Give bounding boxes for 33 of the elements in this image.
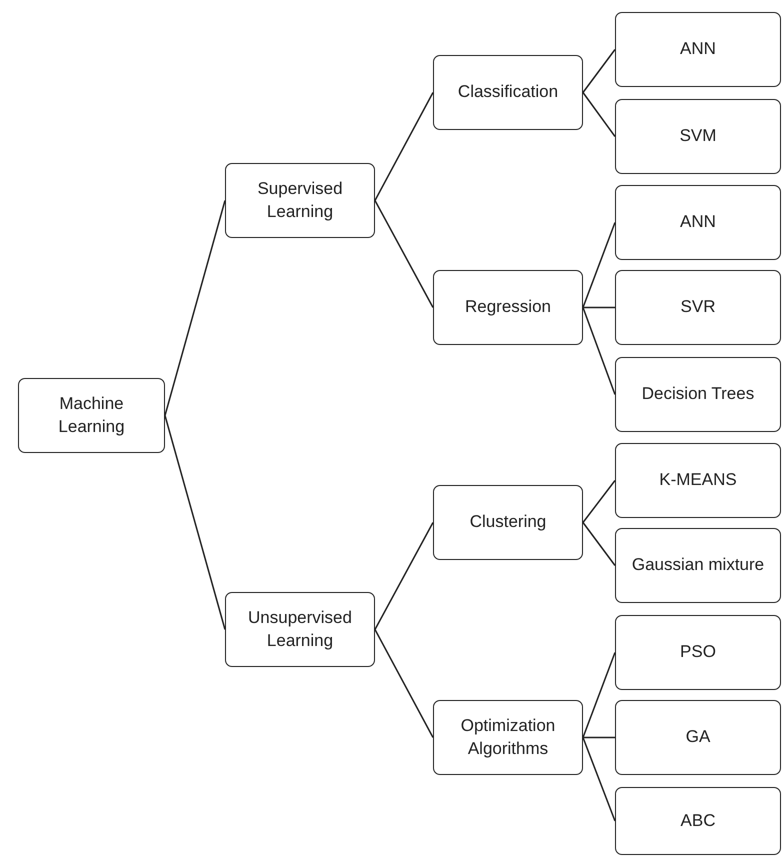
process-box: Supervised Learning [225, 163, 375, 238]
process-box: ABC [615, 787, 781, 855]
process-box: Gaussian mixture [615, 528, 781, 603]
connector-line [374, 629, 434, 738]
connector-line [582, 522, 616, 566]
process-box: K-MEANS [615, 443, 781, 518]
process-box: Optimization Algorithms [433, 700, 583, 775]
connector-line [582, 222, 616, 308]
connector-line [583, 306, 615, 308]
connector-line [582, 652, 616, 738]
process-box: Decision Trees [615, 357, 781, 432]
process-box: PSO [615, 615, 781, 690]
process-box: ANN [615, 185, 781, 260]
process-box: GA [615, 700, 781, 775]
process-box: SVR [615, 270, 781, 345]
connector-line [582, 307, 616, 395]
process-box: Classification [433, 55, 583, 130]
process-box: SVM [615, 99, 781, 174]
connector-line [374, 522, 434, 630]
process-box: ANN [615, 12, 781, 87]
connector-line [164, 200, 226, 416]
connector-line [374, 92, 434, 201]
process-box: Machine Learning [18, 378, 165, 453]
process-box: Unsupervised Learning [225, 592, 375, 667]
connector-line [164, 415, 226, 630]
process-box: Regression [433, 270, 583, 345]
connector-line [583, 736, 615, 738]
connector-line [582, 480, 616, 523]
connector-line [582, 92, 616, 137]
connector-line [374, 200, 434, 308]
connector-line [582, 49, 616, 93]
connector-line [582, 737, 616, 822]
process-box: Clustering [433, 485, 583, 560]
